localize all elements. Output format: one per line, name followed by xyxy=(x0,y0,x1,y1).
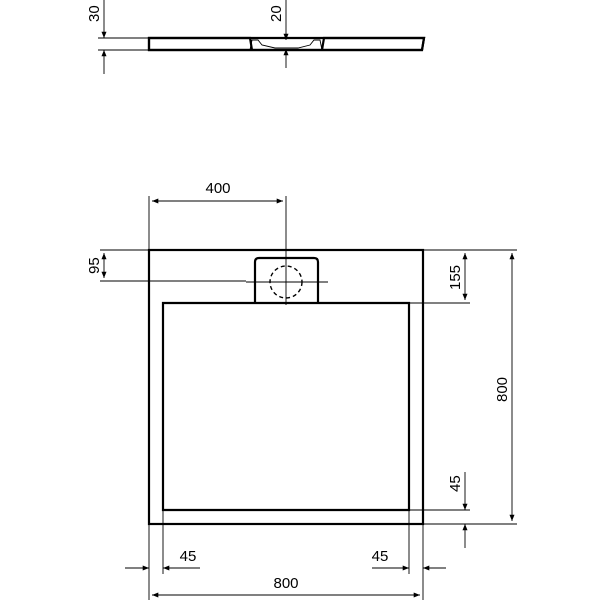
dim-label-45-right: 45 xyxy=(372,548,389,565)
drain-recess xyxy=(249,39,323,51)
drain-box xyxy=(253,256,320,303)
dim-label-45-bottom: 45 xyxy=(447,475,464,492)
tray-inner-outline xyxy=(161,301,411,512)
dim-label-155: 155 xyxy=(447,265,464,290)
dim-label-800-vertical: 800 xyxy=(494,377,511,402)
plan-view: 400 95 155 800 45 45 45 xyxy=(86,180,517,600)
side-profile-body xyxy=(147,36,426,52)
side-view: 30 20 xyxy=(86,0,426,74)
dim-label-400: 400 xyxy=(205,180,230,197)
dim-label-30: 30 xyxy=(86,5,103,22)
dim-label-800-horizontal: 800 xyxy=(273,575,298,592)
dim-label-20: 20 xyxy=(268,5,285,22)
dim-label-45-left: 45 xyxy=(180,548,197,565)
dim-label-95: 95 xyxy=(86,257,103,274)
